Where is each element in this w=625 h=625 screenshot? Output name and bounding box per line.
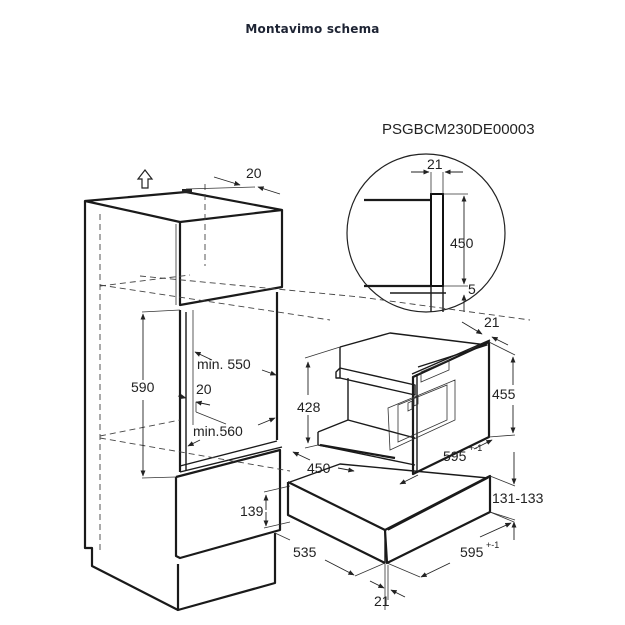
machine-width-label: 595 bbox=[443, 448, 467, 464]
page-title: Montavimo schema bbox=[245, 22, 380, 36]
min-width-label: min.560 bbox=[193, 423, 243, 439]
body-height-label: 428 bbox=[297, 399, 321, 415]
up-arrow-icon bbox=[136, 169, 154, 189]
drawer-height-label: 131-133 bbox=[492, 490, 544, 506]
tall-cabinet: 20 590 min. 550 20 min.560 bbox=[83, 165, 531, 612]
front-depth-label: 21 bbox=[484, 314, 500, 330]
warming-drawer: 131-133 595 +-1 535 21 bbox=[274, 452, 544, 610]
cabinet-depth-label: 535 bbox=[293, 544, 317, 560]
drawer-front-depth-label: 21 bbox=[374, 593, 390, 609]
drawer-width-label: 595 bbox=[460, 544, 484, 560]
product-code: PSGBCM230DE00003 bbox=[382, 121, 535, 138]
front-height-label: 455 bbox=[492, 386, 516, 402]
side-gap-label: 20 bbox=[196, 381, 212, 397]
detail-height-label: 450 bbox=[450, 235, 474, 251]
min-depth-label: min. 550 bbox=[197, 356, 251, 372]
machine-depth-label: 450 bbox=[307, 460, 331, 476]
detail-width-label: 21 bbox=[427, 156, 443, 172]
drawer-width-tolerance: +-1 bbox=[486, 540, 499, 550]
machine-width-tolerance: +-1 bbox=[469, 443, 482, 453]
coffee-machine: 21 455 428 450 595 +-1 bbox=[292, 314, 516, 485]
niche-height-label: 590 bbox=[131, 379, 155, 395]
detail-circle: 21 450 5 bbox=[346, 153, 506, 313]
drawer-gap-label: 139 bbox=[240, 503, 264, 519]
detail-gap-label: 5 bbox=[468, 281, 476, 297]
cabinet-top-gap-label: 20 bbox=[246, 165, 262, 181]
